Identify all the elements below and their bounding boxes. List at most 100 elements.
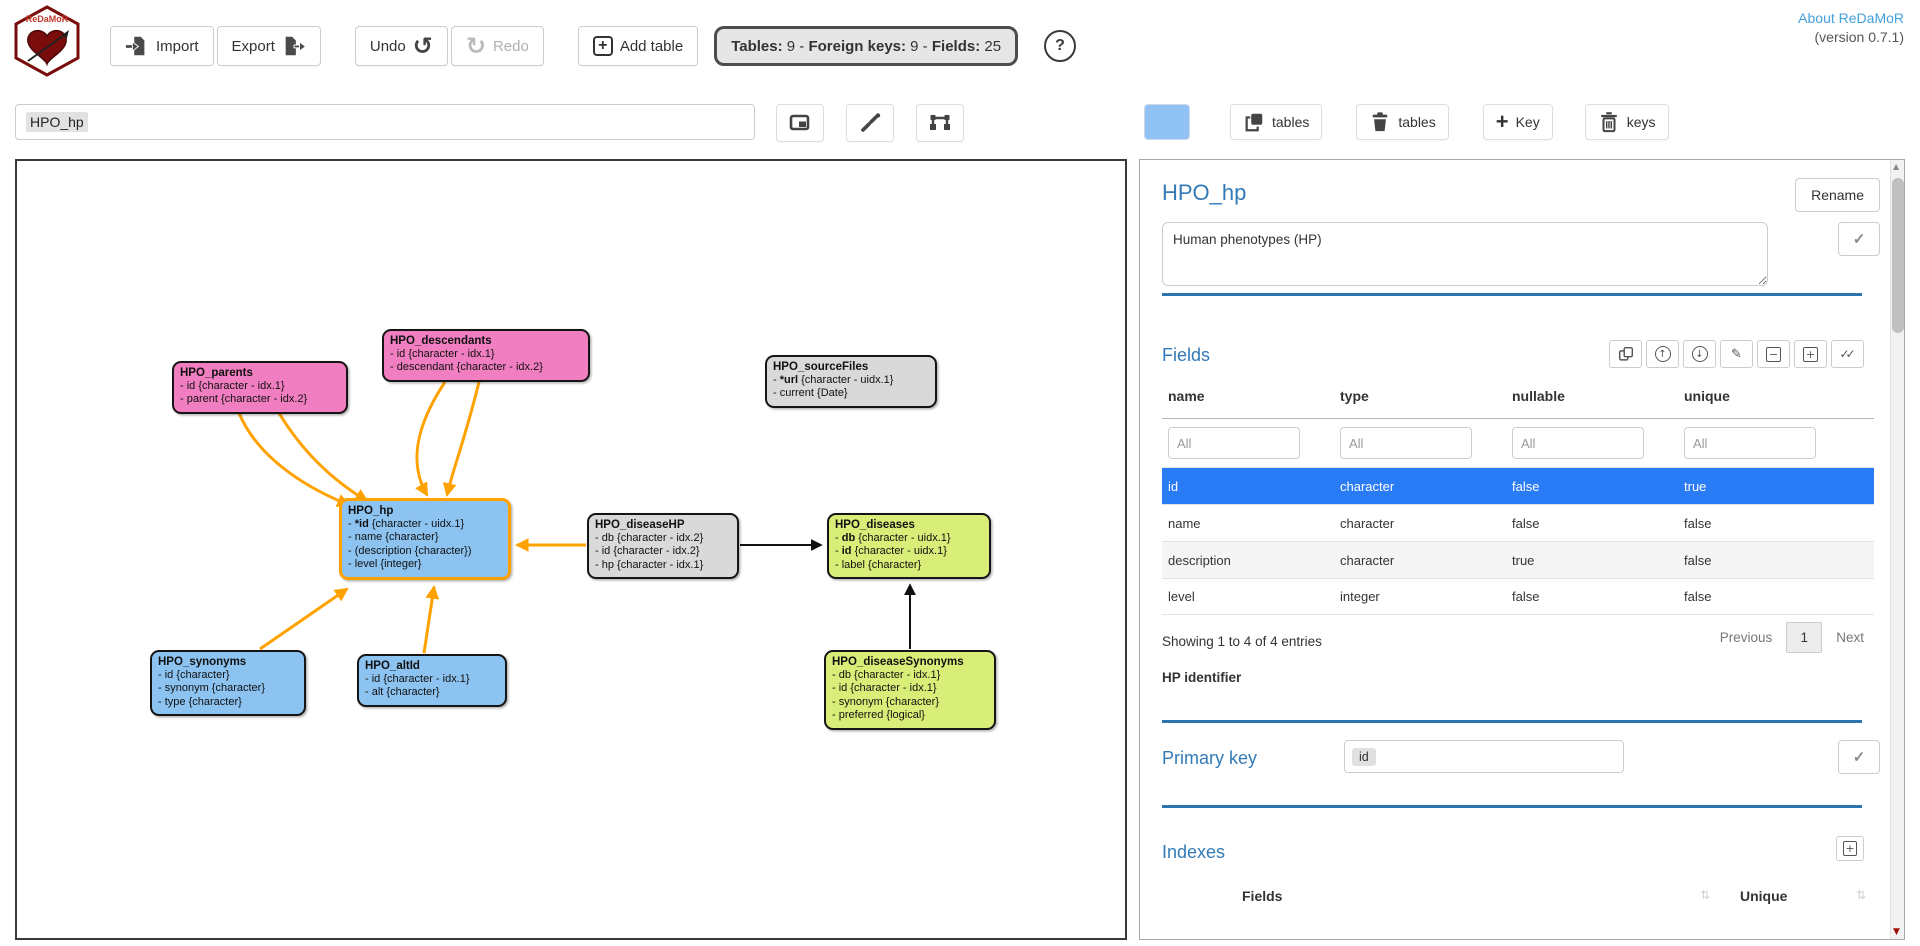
import-button[interactable]: Import	[110, 26, 214, 66]
add-key-button[interactable]: + Key	[1482, 104, 1553, 140]
current-page-button[interactable]: 1	[1786, 622, 1823, 653]
remove-field-button[interactable]: −	[1757, 340, 1790, 368]
table-field-line: - current {Date}	[773, 387, 848, 400]
about-link[interactable]: About ReDaMoR	[1798, 10, 1904, 26]
table-field-line: - id {character - idx.1}	[390, 348, 495, 361]
section-divider	[1162, 720, 1862, 723]
copy-icon	[1245, 113, 1263, 132]
redamor-logo: ReDaMoR	[14, 5, 80, 77]
double-check-icon: ✓✓	[1839, 347, 1855, 361]
sort-icon: ⇅	[1700, 888, 1711, 902]
header-divider	[1162, 418, 1874, 419]
redo-button[interactable]: ↻ Redo	[450, 26, 544, 66]
delete-tables-button[interactable]: tables	[1356, 104, 1449, 140]
table-field-line: - type {character}	[158, 695, 242, 708]
add-table-label: Add table	[619, 37, 684, 55]
section-divider	[1162, 805, 1862, 808]
edit-field-button[interactable]: ✎	[1720, 340, 1753, 368]
add-field-button[interactable]: +	[1794, 340, 1827, 368]
help-button[interactable]: ?	[1044, 30, 1077, 62]
auto-layout-button[interactable]	[846, 104, 894, 142]
column-header-type[interactable]: type	[1340, 388, 1369, 404]
diagram-table-hpo-parents[interactable]: HPO_parents - id {character - idx.1} - p…	[172, 361, 348, 414]
column-header-nullable[interactable]: nullable	[1512, 388, 1565, 404]
import-label: Import	[156, 37, 199, 55]
table-field-line: - hp {character - idx.1}	[595, 558, 704, 571]
table-field-line: - descendant {character - idx.2}	[390, 361, 543, 374]
scroll-down-icon[interactable]: ▼	[1893, 927, 1900, 937]
primary-key-input[interactable]: id	[1344, 740, 1624, 773]
confirm-primary-key-button[interactable]: ✓	[1838, 740, 1880, 774]
diagram-table-hpo-altid[interactable]: HPO_altId - id {character - idx.1} - alt…	[357, 654, 507, 707]
field-row-name[interactable]: name character false false	[1162, 504, 1874, 541]
search-value: HPO_hp	[26, 112, 88, 132]
check-icon: ✓	[1852, 231, 1866, 248]
index-column-unique[interactable]: Unique	[1740, 888, 1788, 904]
add-index-button[interactable]: +	[1836, 836, 1864, 861]
delete-keys-button[interactable]: keys	[1584, 104, 1669, 140]
next-page-button[interactable]: Next	[1836, 630, 1864, 645]
column-header-name[interactable]: name	[1168, 388, 1205, 404]
filter-type-input[interactable]	[1340, 427, 1472, 459]
export-button[interactable]: Export	[216, 26, 321, 66]
field-row-level[interactable]: level integer false false	[1162, 578, 1874, 615]
copy-tables-button[interactable]: tables	[1230, 104, 1323, 140]
diagram-table-hpo-sourcefiles[interactable]: HPO_sourceFiles - *url {character - uidx…	[765, 355, 937, 408]
table-title: HPO_diseaseSynonyms	[832, 656, 964, 668]
diagram-table-hpo-descendants[interactable]: HPO_descendants - id {character - idx.1}…	[382, 329, 590, 382]
field-row-description[interactable]: description character true false	[1162, 541, 1874, 578]
confirm-fields-button[interactable]: ✓✓	[1831, 340, 1864, 368]
table-color-swatch[interactable]	[1144, 104, 1190, 140]
scrollbar-thumb[interactable]	[1892, 178, 1904, 333]
move-field-up-button[interactable]: ↑	[1646, 340, 1679, 368]
confirm-description-button[interactable]: ✓	[1838, 222, 1880, 256]
copy-icon	[1618, 346, 1633, 361]
table-detail-panel: HPO_hp Rename Human phenotypes (HP) ✓ Fi…	[1139, 159, 1905, 940]
export-icon	[285, 36, 306, 56]
filter-nullable-input[interactable]	[1512, 427, 1644, 459]
diagram-table-hpo-diseases[interactable]: HPO_diseases - db {character - uidx.1} -…	[827, 513, 991, 580]
panel-scrollbar[interactable]: ▲ ▼	[1890, 160, 1904, 939]
diagram-table-hpo-diseasesynonyms[interactable]: HPO_diseaseSynonyms - db {character - id…	[824, 650, 996, 730]
table-field-line: - id {character}	[158, 669, 230, 682]
copy-tables-label: tables	[1272, 114, 1310, 130]
table-description-textarea[interactable]: Human phenotypes (HP)	[1162, 222, 1768, 286]
undo-button[interactable]: Undo ↺	[354, 26, 448, 66]
table-field-line: - preferred {logical}	[832, 709, 925, 722]
fit-selection-button[interactable]	[916, 104, 964, 142]
diagram-table-hpo-diseasehp[interactable]: HPO_diseaseHP - db {character - idx.2} -…	[587, 513, 739, 580]
diagram-table-hpo-hp[interactable]: HPO_hp - *id {character - uidx.1} - name…	[339, 498, 511, 580]
field-row-id[interactable]: id character false true	[1162, 467, 1874, 504]
index-column-fields[interactable]: Fields	[1242, 888, 1283, 904]
field-comment-label: HP identifier	[1162, 670, 1242, 685]
diagram-table-hpo-synonyms[interactable]: HPO_synonyms - id {character} - synonym …	[150, 650, 306, 717]
secondary-toolbar: HPO_hp tables	[0, 104, 1920, 146]
duplicate-field-button[interactable]	[1609, 340, 1642, 368]
redo-icon: ↻	[465, 32, 486, 60]
table-search-input[interactable]: HPO_hp	[15, 104, 755, 140]
table-title: HPO_diseaseHP	[595, 519, 685, 531]
filter-unique-input[interactable]	[1684, 427, 1816, 459]
section-divider	[1162, 293, 1862, 296]
rename-button[interactable]: Rename	[1795, 178, 1880, 212]
redo-label: Redo	[492, 37, 529, 55]
table-field-line: - id {character - idx.2}	[595, 545, 700, 558]
table-field-line: - level {integer}	[348, 558, 422, 571]
column-header-unique[interactable]: unique	[1684, 388, 1730, 404]
focus-view-button[interactable]	[776, 104, 824, 142]
move-field-down-button[interactable]: ↓	[1683, 340, 1716, 368]
table-field-line: - *url {character - uidx.1}	[773, 374, 894, 387]
table-field-line: - *id {character - uidx.1}	[348, 518, 465, 531]
table-field-line: - id {character - uidx.1}	[835, 545, 947, 558]
table-info-label: Showing 1 to 4 of 4 entries	[1162, 634, 1322, 649]
scroll-up-icon[interactable]: ▲	[1893, 162, 1900, 171]
question-icon: ?	[1055, 37, 1065, 54]
add-table-button[interactable]: + Add table	[577, 26, 699, 66]
primary-key-heading: Primary key	[1162, 748, 1258, 768]
table-field-line: - (description {character})	[348, 544, 472, 557]
fields-toolbar: ↑ ↓ ✎ − + ✓✓	[1609, 340, 1864, 368]
model-canvas[interactable]: HPO_parents - id {character - idx.1} - p…	[15, 159, 1127, 940]
previous-page-button[interactable]: Previous	[1719, 630, 1773, 645]
table-title: HPO_sourceFiles	[773, 361, 869, 373]
filter-name-input[interactable]	[1168, 427, 1300, 459]
